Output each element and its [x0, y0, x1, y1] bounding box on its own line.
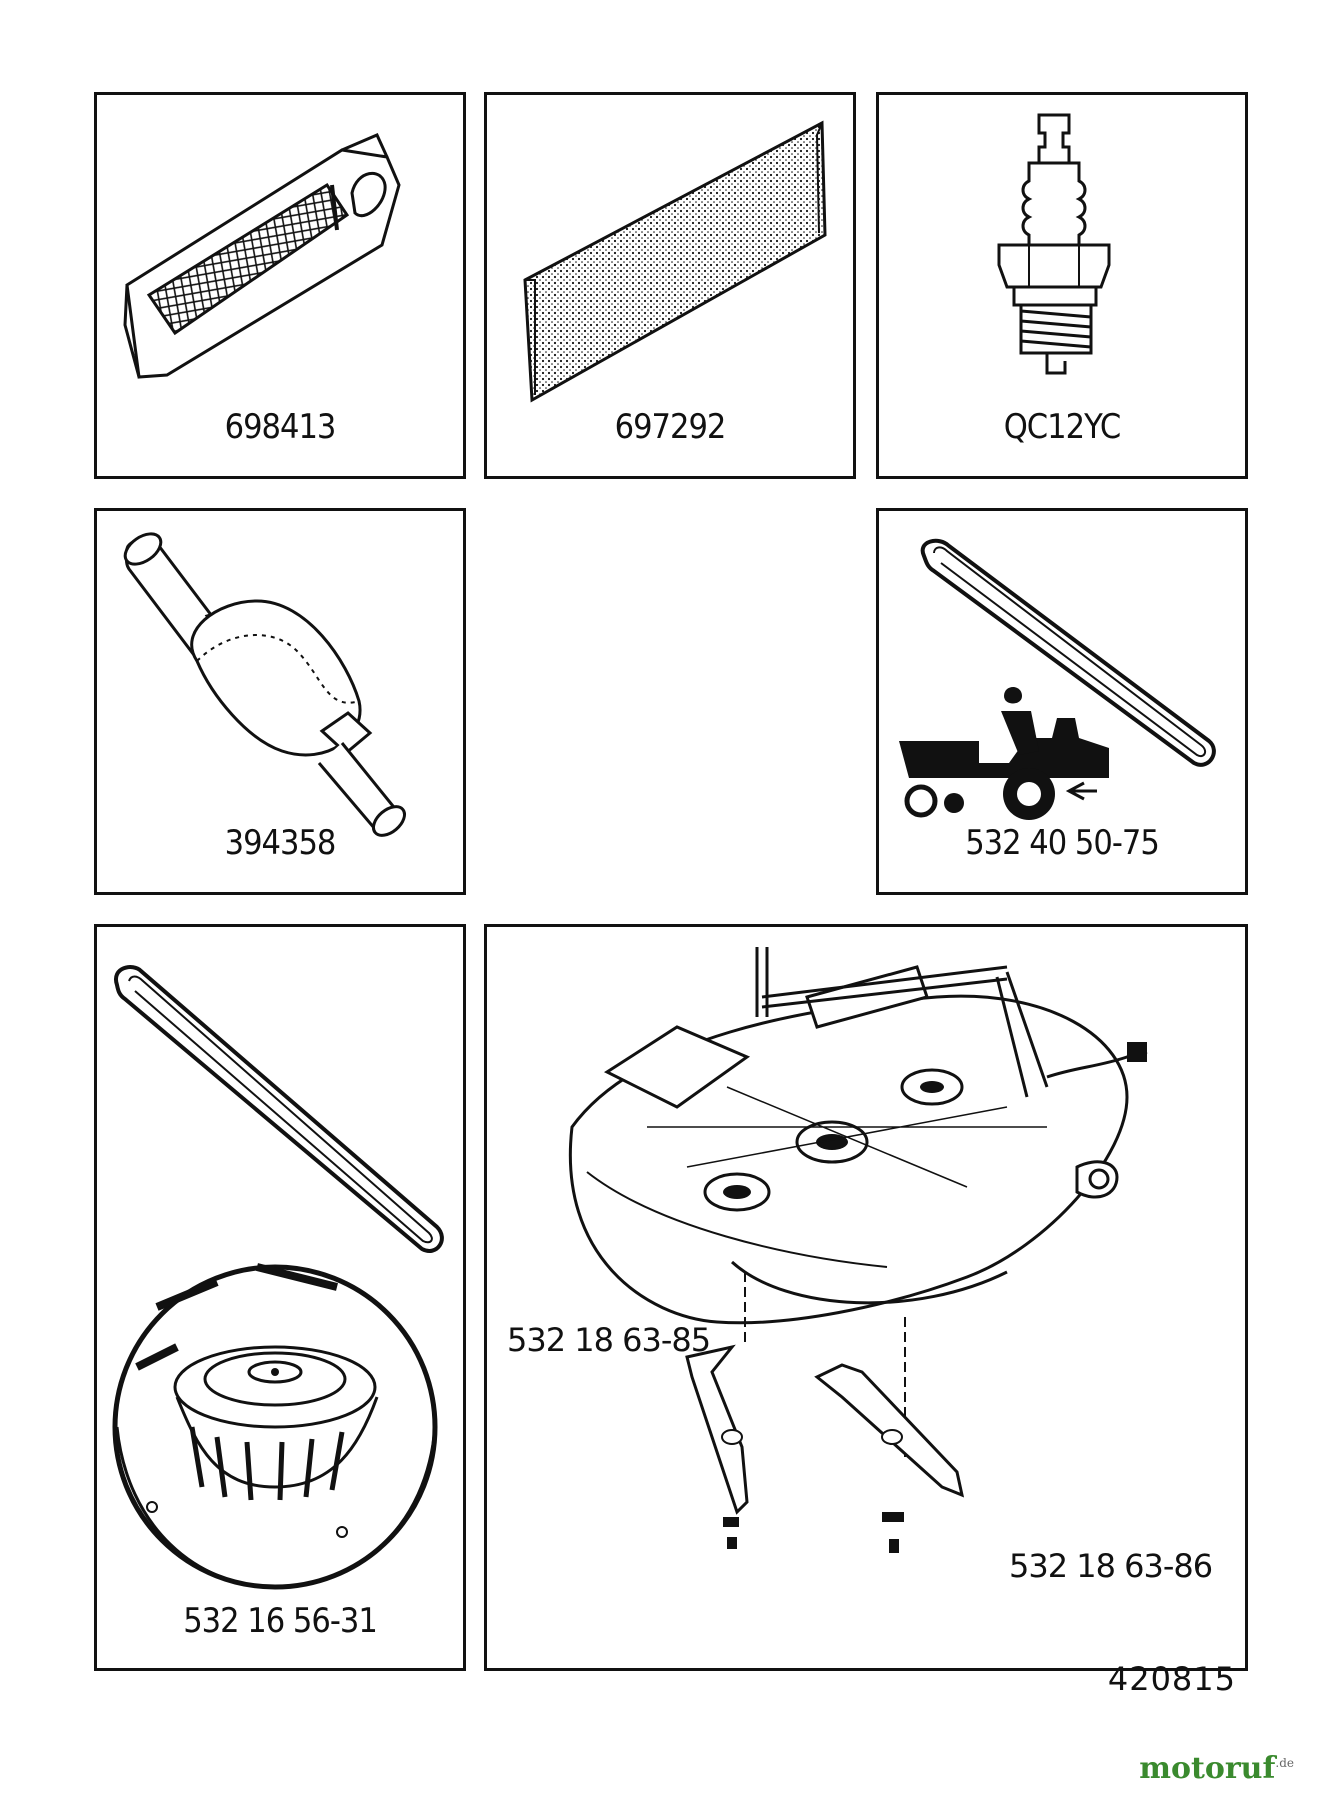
pulley-icon — [112, 1263, 438, 1590]
panel-spark-plug: QC12YC — [876, 92, 1248, 479]
part-number-label: QC12YC — [1003, 407, 1122, 447]
part-number-label: 697292 — [614, 407, 727, 447]
air-filter-icon — [123, 133, 401, 379]
panel-air-filter: 698413 — [94, 92, 466, 479]
blade-right-icon — [814, 1363, 965, 1553]
spark-plug-icon — [997, 113, 1111, 375]
fuel-filter-icon — [123, 532, 406, 837]
blade-left-icon — [685, 1344, 749, 1549]
drive-belt-tractor-icon — [899, 538, 1216, 820]
part-number-label: 394358 — [224, 823, 337, 863]
mower-deck-icon — [568, 947, 1148, 1553]
diagram-code: 420815 — [1107, 1660, 1236, 1698]
foam-pre-filter-icon — [523, 120, 827, 403]
watermark-text: motoruf — [1139, 1751, 1276, 1786]
part-number-label: 532 16 56-31 — [183, 1601, 378, 1641]
watermark-suffix: .de — [1275, 1756, 1294, 1770]
panel-drive-belt: 532 40 50-75 — [876, 508, 1248, 895]
part-number-label: 698413 — [224, 407, 337, 447]
watermark-logo: motoruf.de — [1139, 1751, 1294, 1786]
panel-fuel-filter: 394358 — [94, 508, 466, 895]
panel-deck-belt-pulley: 532 16 56-31 — [94, 924, 466, 1671]
panel-mower-deck: 532 18 63-85 532 18 63-86 — [484, 924, 1248, 1671]
blade-left-label: 532 18 63-85 — [507, 1321, 711, 1359]
tractor-icon — [899, 687, 1109, 820]
blade-right-label: 532 18 63-86 — [1009, 1547, 1213, 1585]
part-number-label: 532 40 50-75 — [965, 823, 1160, 863]
belt-and-pulley-icon — [112, 965, 444, 1590]
panel-pre-filter: 697292 — [484, 92, 856, 479]
